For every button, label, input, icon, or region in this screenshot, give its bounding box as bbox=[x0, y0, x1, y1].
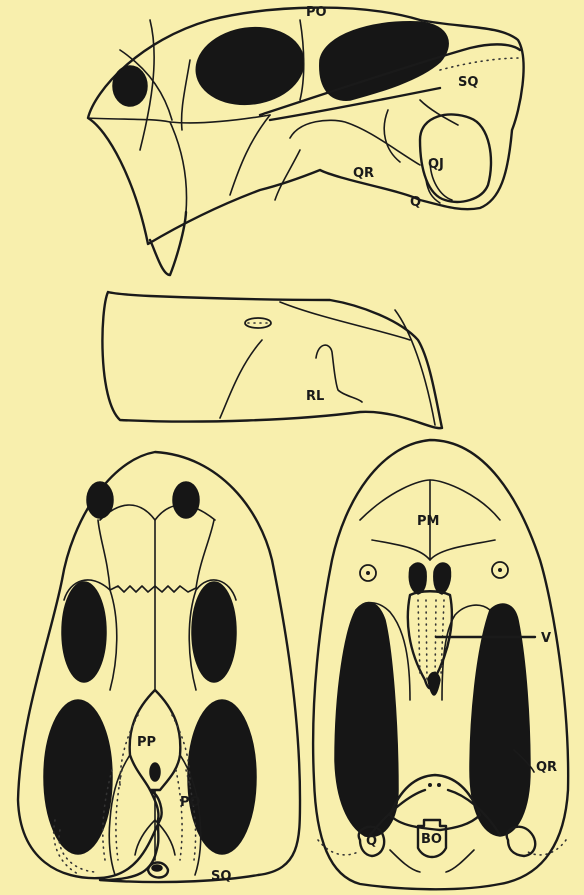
vomer-stipple-3 bbox=[435, 600, 436, 680]
vomer-tip bbox=[428, 673, 440, 696]
dorsal-naris-left bbox=[87, 482, 113, 518]
palatal-fenestra-left bbox=[335, 603, 398, 837]
lateral-label-sq: SQ bbox=[458, 75, 478, 90]
incisive-foramen-left-dot bbox=[366, 571, 370, 575]
palatal-label-q: Q bbox=[366, 834, 377, 849]
basi-foramen-right bbox=[437, 783, 441, 787]
sq-arc bbox=[384, 110, 400, 162]
palatal-label-bo: BO bbox=[421, 832, 442, 847]
paroccipital-right bbox=[446, 850, 474, 872]
incisive-foramen-right-dot bbox=[498, 568, 502, 572]
choana-left bbox=[409, 563, 426, 594]
lateral-skull-view: PO SQ QJ QR Q bbox=[88, 5, 524, 275]
dorsal-skull-view: PP PO SQ bbox=[18, 452, 300, 884]
qr-loop bbox=[290, 120, 420, 165]
palatal-label-qr: QR bbox=[536, 760, 557, 775]
premaxilla-lower bbox=[372, 540, 495, 560]
dorsal-orbit-right bbox=[192, 582, 236, 682]
dorsal-label-pp: PP bbox=[137, 735, 156, 750]
squamosal-dotted-edge bbox=[440, 58, 520, 70]
paroccipital-left bbox=[390, 850, 420, 872]
palatal-fenestra-right bbox=[470, 604, 530, 836]
palatal-skull-view: V PM QR Q BO bbox=[313, 440, 568, 889]
dorsal-naris-right bbox=[173, 482, 199, 518]
palatal-label-v: V bbox=[541, 631, 551, 646]
sq-line bbox=[420, 100, 458, 125]
jaw-label-rl: RL bbox=[306, 389, 324, 404]
frontal-lateral-right bbox=[196, 520, 214, 588]
basi-foramen-left bbox=[428, 783, 432, 787]
lateral-label-q: Q bbox=[410, 195, 421, 210]
naris-opening bbox=[113, 66, 147, 106]
frontal-lateral-left bbox=[98, 520, 110, 590]
lateral-suture-4 bbox=[182, 60, 190, 130]
lateral-label-po: PO bbox=[306, 5, 327, 20]
dorsal-label-po: PO bbox=[180, 795, 201, 810]
orbit-opening bbox=[191, 21, 309, 111]
lower-jaw-view: RL bbox=[102, 292, 442, 428]
vomer-stipple-2 bbox=[426, 600, 427, 680]
lateral-label-qr: QR bbox=[353, 166, 374, 181]
lateral-label-qj: QJ bbox=[428, 157, 444, 172]
dorsal-temporal-left bbox=[44, 700, 112, 854]
choana-right bbox=[434, 563, 451, 594]
palatal-label-pm: PM bbox=[417, 514, 439, 529]
canine-tooth bbox=[150, 212, 186, 275]
lateral-suture-6 bbox=[230, 115, 270, 195]
po-stipple-right-2 bbox=[176, 770, 182, 860]
palate-line bbox=[275, 150, 300, 200]
dorsal-temporal-right bbox=[188, 700, 256, 854]
foramen-magnum-dorsal bbox=[152, 865, 162, 871]
jaw-suture-lower bbox=[220, 340, 262, 418]
dorsal-orbit-left bbox=[62, 582, 106, 682]
pineal-foramen bbox=[150, 763, 160, 781]
lateral-suture-5 bbox=[170, 115, 270, 123]
frontal-zigzag bbox=[110, 586, 196, 592]
dorsal-label-sq: SQ bbox=[211, 869, 231, 884]
lower-jaw-outline bbox=[102, 292, 442, 428]
